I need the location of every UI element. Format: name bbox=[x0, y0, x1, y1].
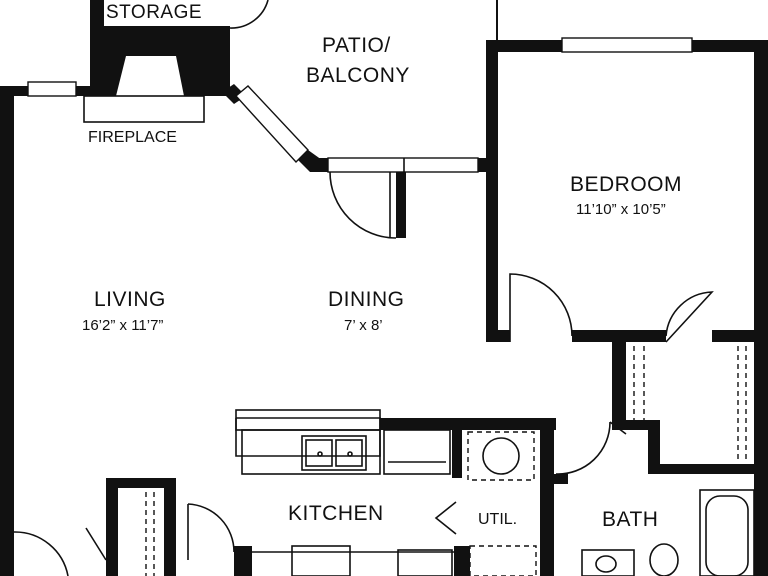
kitchen-label: KITCHEN bbox=[288, 502, 384, 525]
util-label: UTIL. bbox=[478, 511, 517, 528]
door-swings bbox=[13, 0, 714, 576]
patio-label-line1: PATIO/ bbox=[322, 34, 391, 57]
utility-fixtures bbox=[467, 431, 537, 576]
windows bbox=[27, 37, 693, 173]
kitchen-fixtures bbox=[235, 409, 457, 576]
dining-dims: 7’ x 8’ bbox=[344, 317, 383, 334]
closet-shelves bbox=[145, 346, 747, 576]
storage-label: STORAGE bbox=[106, 2, 202, 23]
bath-fixtures bbox=[581, 489, 755, 576]
living-label: LIVING bbox=[94, 288, 166, 311]
bedroom-dims: 11’10” x 10’5” bbox=[576, 201, 666, 218]
room-labels: STORAGE PATIO/ BALCONY FIREPLACE BEDROOM… bbox=[82, 2, 682, 531]
living-dims: 16’2” x 11’7” bbox=[82, 317, 163, 334]
bath-label: BATH bbox=[602, 508, 658, 531]
patio-label-line2: BALCONY bbox=[306, 64, 410, 87]
bedroom-label: BEDROOM bbox=[570, 173, 682, 196]
fireplace-label: FIREPLACE bbox=[88, 129, 177, 146]
dining-label: DINING bbox=[328, 288, 405, 311]
fireplace-hearth bbox=[83, 95, 205, 123]
